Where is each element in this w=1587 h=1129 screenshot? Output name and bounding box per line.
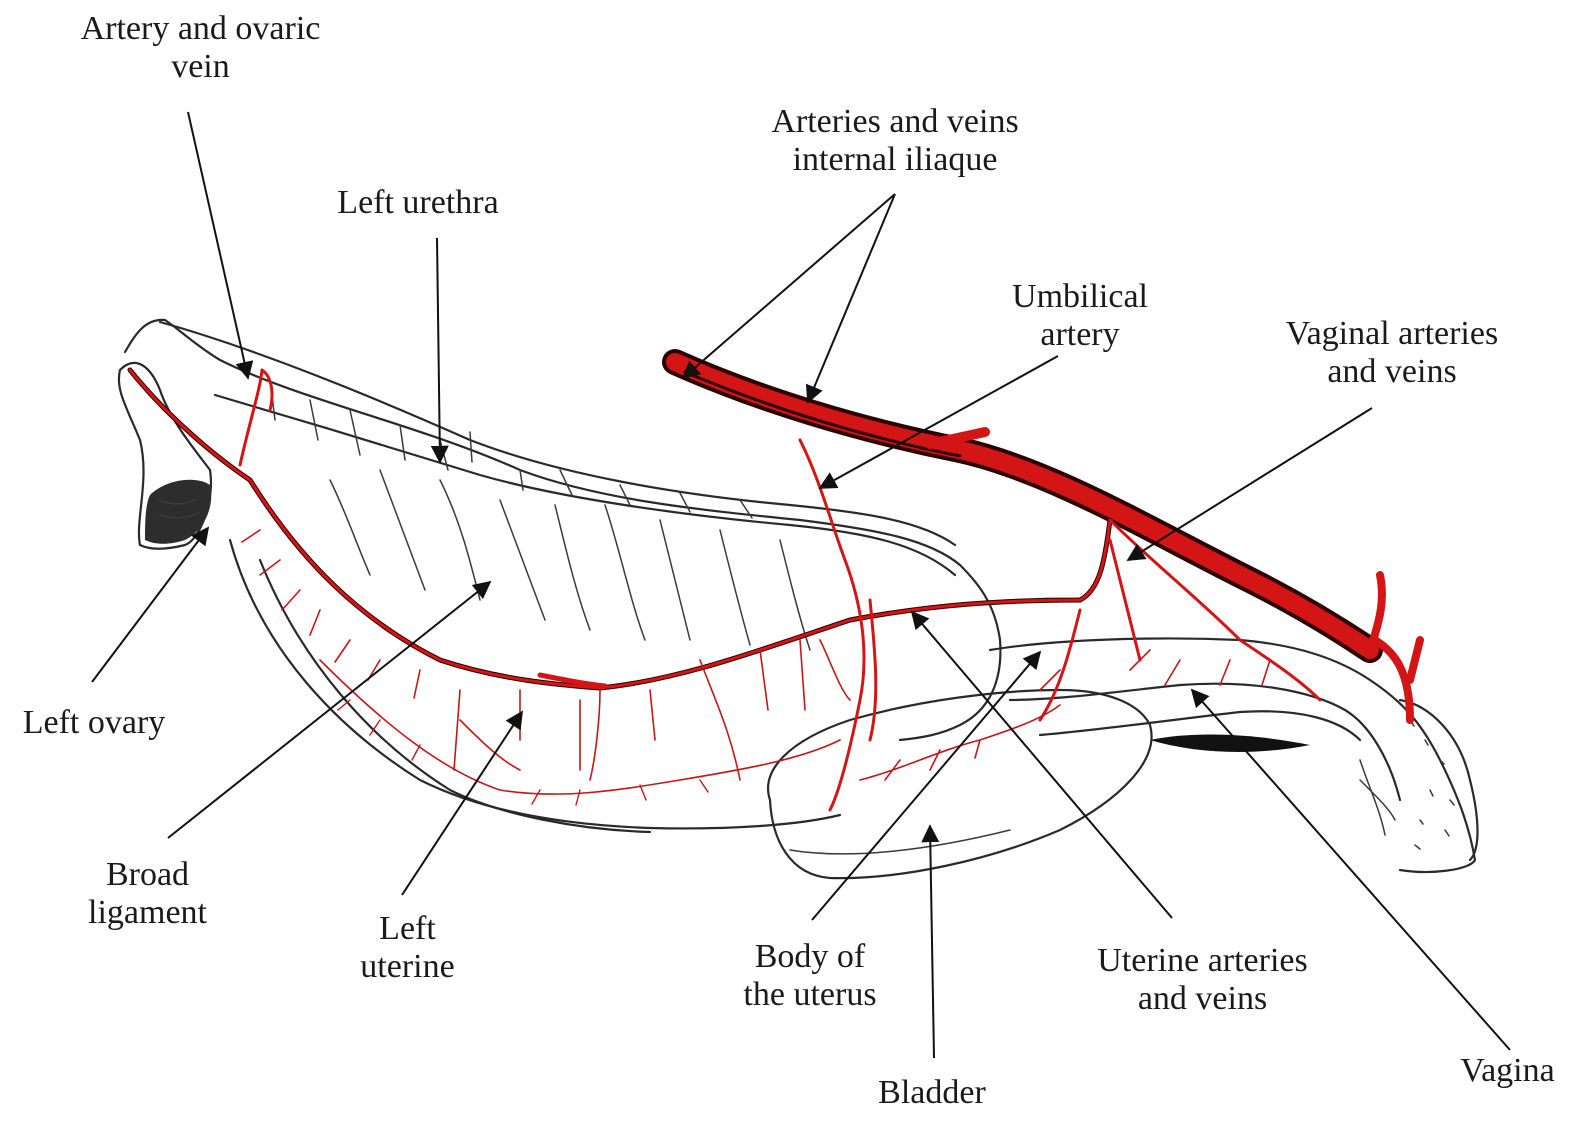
uterine-arteries	[130, 370, 1320, 810]
label-left-ovary: Left ovary	[4, 704, 184, 742]
internal-iliac-vessel	[675, 362, 1420, 720]
leader-body-of-uterus	[812, 652, 1040, 920]
leader-left-urethra	[437, 238, 440, 462]
label-arteries-veins-iliaque: Arteries and veins internal iliaque	[740, 103, 1050, 179]
label-vaginal-arteries: Vaginal arteries and veins	[1262, 315, 1522, 391]
label-vagina: Vagina	[1440, 1052, 1575, 1090]
leader-vaginal-arteries	[1128, 408, 1372, 560]
bladder-shape	[768, 690, 1151, 878]
label-broad-ligament: Broad ligament	[70, 856, 225, 932]
leader-uterine-arteries	[912, 612, 1172, 918]
label-umbilical-artery: Umbilical artery	[990, 278, 1170, 354]
label-artery-ovaric-vein: Artery and ovaric vein	[58, 10, 343, 86]
leader-broad-ligament	[168, 582, 490, 838]
leader-left-uterine	[402, 712, 522, 895]
leader-iliaque-1	[683, 194, 895, 378]
leader-artery-ovaric-vein	[188, 112, 248, 378]
leader-bladder	[930, 826, 934, 1058]
label-left-urethra: Left urethra	[318, 184, 518, 222]
label-left-uterine: Left uterine	[335, 910, 480, 986]
label-bladder: Bladder	[862, 1074, 1002, 1112]
label-body-of-uterus: Body of the uterus	[720, 938, 900, 1014]
leader-lines	[92, 112, 1510, 1058]
leader-iliaque-2	[808, 194, 895, 402]
left-ovary-shape	[119, 363, 211, 549]
leader-left-ovary	[92, 528, 208, 682]
label-uterine-arteries: Uterine arteries and veins	[1070, 942, 1335, 1018]
